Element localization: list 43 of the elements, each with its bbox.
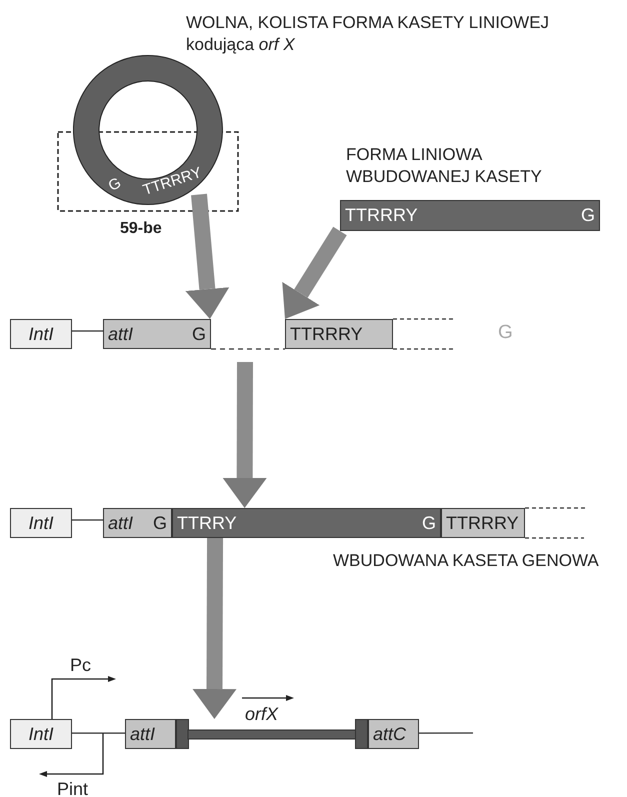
connector-line: [211, 348, 285, 350]
site-box: [441, 508, 525, 538]
label-text: Pc: [70, 655, 92, 676]
block-arrow: [282, 226, 347, 319]
site-box: [368, 719, 419, 749]
connector-line: [419, 732, 473, 734]
box-text: IntI: [28, 324, 54, 344]
connector-line: [72, 732, 125, 734]
block-arrow: [192, 538, 236, 719]
box-text: TTRRRY: [446, 512, 519, 534]
sequence-text: G: [580, 205, 595, 226]
gene-box: [10, 719, 72, 749]
label-text: G: [498, 322, 513, 344]
box-text: G: [152, 512, 167, 534]
site-box: [103, 319, 211, 349]
site-box: [285, 319, 393, 349]
box-text: attC: [373, 724, 406, 744]
site-box: [125, 719, 176, 749]
block-arrow: [185, 194, 230, 319]
connector-line: [72, 519, 103, 521]
box-text: TTRRY: [177, 512, 237, 534]
box-text: IntI: [28, 512, 54, 534]
label-text: orfX: [245, 704, 278, 725]
sequence-text: TTRRRY: [345, 205, 418, 226]
box-text: IntI: [28, 724, 54, 744]
site-label: 59-be: [120, 220, 162, 238]
cassette-heading: WOLNA, KOLISTA FORMA KASETY LINIOWEJ kodująca orf X: [186, 12, 550, 56]
gene-box: [10, 319, 72, 349]
box-text: G: [422, 512, 436, 534]
label-text: Pint: [57, 779, 88, 797]
box-text: attI: [108, 324, 134, 344]
gene-box: [10, 508, 72, 538]
block-arrow: [222, 362, 267, 508]
cassette-heading: FORMA LINIOWA WBUDOWANEJ KASETY: [346, 144, 543, 188]
box-text: attI: [130, 724, 156, 744]
box-text: G: [192, 324, 206, 344]
box-text: TTRRRY: [290, 324, 363, 344]
connector-line: [72, 330, 103, 332]
cassette-box: [172, 508, 441, 538]
site-box: [103, 508, 172, 538]
sequence-text: G: [106, 174, 124, 195]
label-text: WBUDOWANA KASETA GENOWA: [333, 551, 599, 571]
box-text: attI: [108, 512, 134, 534]
